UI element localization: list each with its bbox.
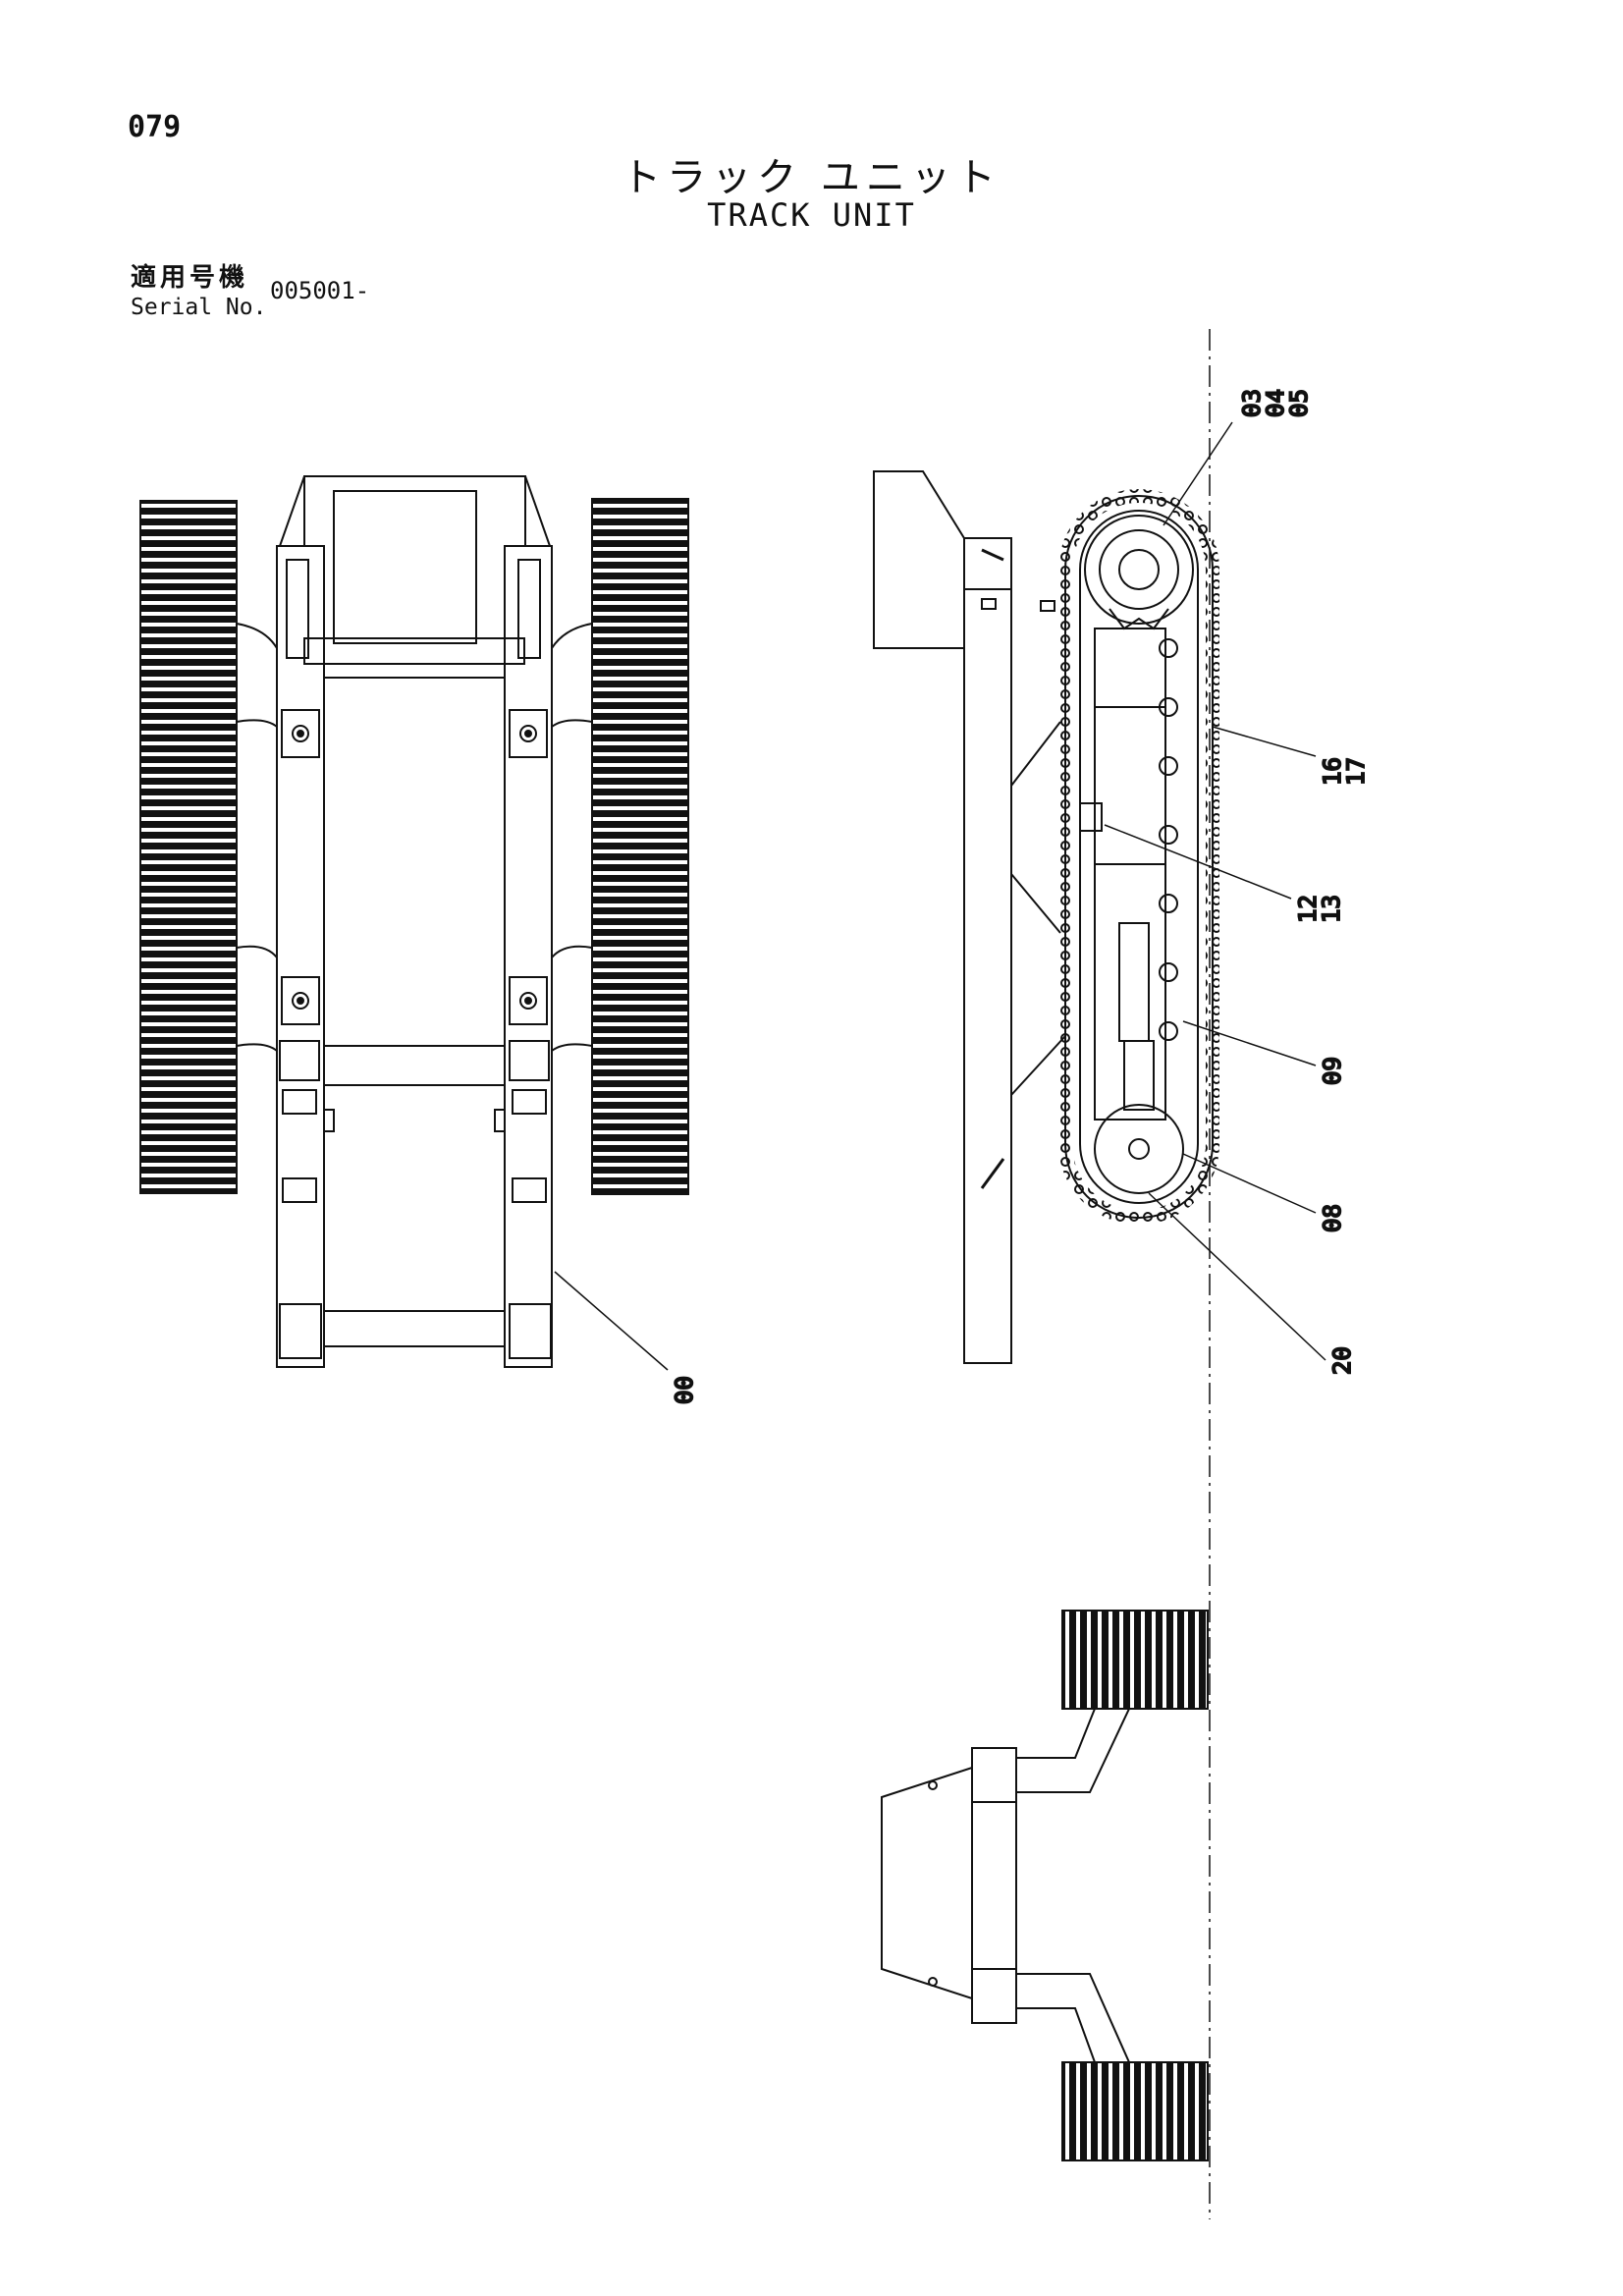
track-frame-top-view — [139, 475, 689, 1368]
callout-leaders — [554, 421, 1326, 1371]
callout-20: 20 — [1328, 1346, 1356, 1375]
track-frame-side-view — [873, 470, 1219, 1364]
callout-04: 04 — [1262, 389, 1289, 417]
callout-03: 03 — [1238, 389, 1266, 417]
callout-09: 09 — [1319, 1057, 1346, 1085]
callout-08: 08 — [1319, 1204, 1346, 1232]
callout-13: 13 — [1318, 895, 1345, 923]
title-english: TRACK UNIT — [707, 196, 916, 234]
callout-12: 12 — [1294, 895, 1322, 923]
callout-05: 05 — [1285, 389, 1313, 417]
callout-16: 16 — [1319, 757, 1346, 786]
page-number: 079 — [128, 110, 182, 144]
title-japanese: トラック ユニット — [622, 155, 1001, 200]
serial-label-japanese: 適用号機 — [131, 263, 249, 293]
serial-value: 005001- — [270, 277, 370, 304]
callout-00: 00 — [671, 1376, 698, 1404]
track-frame-end-view — [881, 1610, 1209, 2161]
callout-17: 17 — [1342, 757, 1370, 786]
serial-label-english: Serial No. — [131, 295, 267, 320]
